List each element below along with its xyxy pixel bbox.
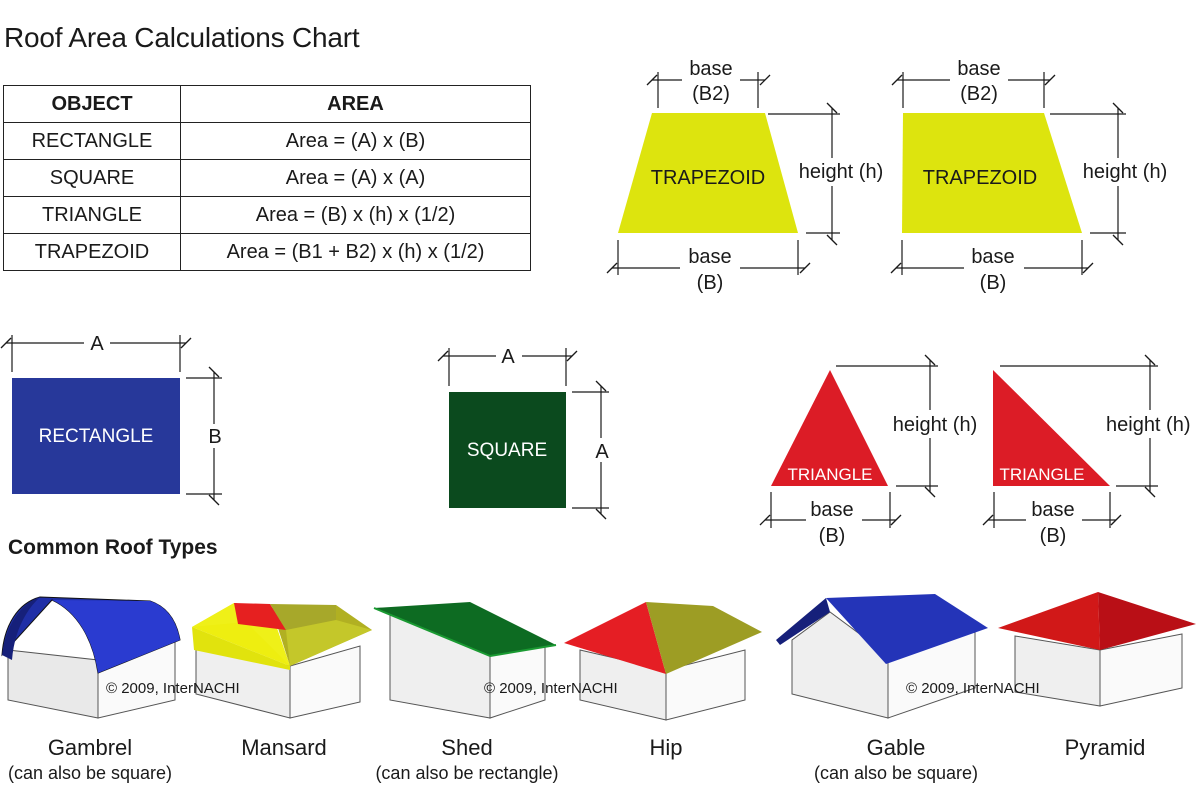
roof-types-heading: Common Roof Types [8, 536, 218, 559]
dimension-label: (B) [1040, 525, 1067, 547]
dimension-label: base [957, 58, 1000, 80]
table-row: TRIANGLE Area = (B) x (h) x (1/2) [3, 196, 531, 234]
trapezoid-shape [902, 113, 1082, 233]
dimension-label: height (h) [1106, 414, 1191, 436]
dimension-label: (B) [697, 272, 724, 294]
column-header-object: OBJECT [3, 85, 181, 123]
dimension-label: height (h) [893, 414, 978, 436]
triangle-shape [771, 370, 888, 486]
triangle-label: TRIANGLE [999, 465, 1084, 484]
copyright-notice: © 2009, InterNACHI [106, 680, 240, 697]
copyright-notice: © 2009, InterNACHI [906, 680, 1040, 697]
dimension-label: A [595, 441, 609, 463]
rectangle-label: RECTANGLE [39, 426, 154, 447]
object-cell: SQUARE [3, 159, 181, 197]
dimension-label: (B2) [692, 83, 730, 105]
dimension-label: base [971, 246, 1014, 268]
object-cell: RECTANGLE [3, 122, 181, 160]
object-cell: TRIANGLE [3, 196, 181, 234]
column-header-area: AREA [180, 85, 531, 123]
shed-roof-icon [373, 602, 557, 719]
trapezoid-shape [618, 113, 798, 233]
dimension-label: height (h) [799, 161, 884, 183]
roof-name-hip: Hip [649, 735, 683, 760]
area-formula-table: OBJECT AREA RECTANGLE Area = (A) x (B) S… [3, 85, 531, 271]
hip-roof-icon [564, 602, 762, 721]
dimension-label: B [208, 426, 221, 448]
table-row: TRAPEZOID Area = (B1 + B2) x (h) x (1/2) [3, 233, 531, 271]
dimension-label: base [689, 58, 732, 80]
gambrel-roof-icon [1, 596, 181, 719]
trapezoid-label: TRAPEZOID [651, 167, 765, 189]
rectangle-shape [12, 378, 180, 494]
gable-roof-icon [776, 594, 988, 719]
dimension-label: (B) [819, 525, 846, 547]
object-cell: TRAPEZOID [3, 233, 181, 271]
right-triangle-shape [993, 370, 1110, 486]
roof-name-gambrel: Gambrel [47, 735, 133, 760]
dimension-label: A [501, 346, 515, 368]
dimension-label: (B) [980, 272, 1007, 294]
trapezoid-label: TRAPEZOID [923, 167, 1037, 189]
roof-name-shed: Shed [441, 735, 493, 760]
roof-name-gable: Gable [866, 735, 926, 760]
dimension-label: height (h) [1083, 161, 1168, 183]
copyright-notice: © 2009, InterNACHI [484, 680, 618, 697]
roof-note-gable: (can also be square) [813, 763, 979, 783]
roof-note-gambrel: (can also be square) [7, 763, 173, 783]
roof-name-mansard: Mansard [241, 735, 327, 760]
dimension-label: A [90, 333, 104, 355]
dimension-label: base [810, 499, 853, 521]
mansard-roof-icon [192, 603, 372, 719]
square-label: SQUARE [467, 440, 547, 461]
area-cell: Area = (A) x (A) [180, 159, 531, 197]
square-shape [449, 392, 566, 508]
dimension-label: base [1031, 499, 1074, 521]
pyramid-roof-icon [998, 592, 1196, 707]
dimension-label: (B2) [960, 83, 998, 105]
page-title: Roof Area Calculations Chart [4, 22, 360, 53]
triangle-label: TRIANGLE [787, 465, 872, 484]
dimension-label: base [688, 246, 731, 268]
roof-name-pyramid: Pyramid [1064, 735, 1146, 760]
area-cell: Area = (B1 + B2) x (h) x (1/2) [180, 233, 531, 271]
table-row: SQUARE Area = (A) x (A) [3, 159, 531, 197]
table-header-row: OBJECT AREA [3, 85, 531, 123]
roof-note-shed: (can also be rectangle) [375, 763, 559, 783]
